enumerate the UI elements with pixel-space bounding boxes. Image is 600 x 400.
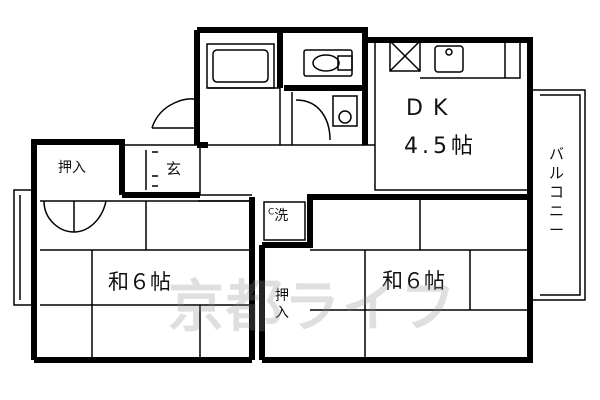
sentaku-mark: C (268, 207, 275, 218)
interior-lines (13, 40, 586, 360)
washitsu-right-label: 和６帖 (382, 269, 445, 293)
exterior-walls (31, 27, 533, 363)
sentaku-text: 洗 (274, 208, 289, 224)
dk-room-size: 4.5帖 (404, 134, 477, 159)
watermark-text: 京都ライフ (168, 275, 458, 340)
genkan-label: 玄 (166, 160, 182, 178)
dk-room-name: DK (406, 96, 458, 121)
sentaku-label: C洗 (268, 205, 288, 225)
oshiire-mid-label: 押入 (275, 288, 289, 321)
oshiire-left-label: 押入 (58, 160, 86, 176)
washitsu-left-label: 和６帖 (108, 270, 171, 294)
balcony-label: バルコニー (549, 145, 565, 239)
